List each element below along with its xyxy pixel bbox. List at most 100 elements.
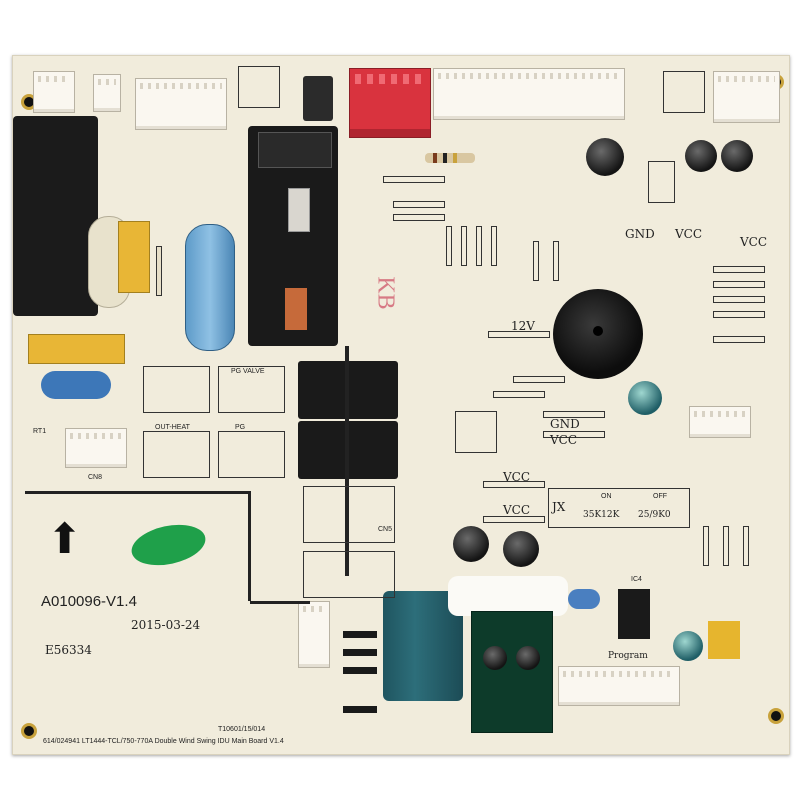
socket-outline [143, 366, 210, 413]
electrolytic-capacitor [503, 531, 539, 567]
transformer [13, 116, 98, 316]
socket-outline [303, 486, 395, 543]
diode [343, 649, 377, 656]
jx-header-on: ON [601, 493, 612, 500]
jumper [491, 226, 497, 266]
jumper-horizontal [543, 431, 605, 438]
label-vcc: VCC [503, 470, 531, 484]
jumper-horizontal [393, 201, 445, 208]
socket-outline [218, 366, 285, 413]
label-rt1: RT1 [33, 428, 47, 435]
jx-value-on: 35K12K [583, 510, 620, 520]
connector-cn8 [65, 428, 127, 468]
resistor-striped [425, 153, 475, 163]
jumper-horizontal [713, 266, 765, 273]
label-ic4: IC4 [631, 576, 642, 583]
connector-cn3 [135, 78, 227, 130]
jumper [461, 226, 467, 266]
jumper-wire [345, 346, 349, 576]
electrolytic-capacitor [453, 526, 489, 562]
jumper [723, 526, 729, 566]
jumper-horizontal [488, 331, 550, 338]
relay-terminal [288, 188, 310, 232]
module-capacitor [516, 646, 540, 670]
label-pg-valve: PG VALVE [231, 368, 265, 375]
connector-program [558, 666, 680, 706]
mounting-hole [21, 723, 37, 739]
label-vcc: VCC [503, 503, 531, 517]
jumper-horizontal [713, 296, 765, 303]
socket-outline [455, 411, 497, 453]
label-vcc: VCC [740, 235, 768, 249]
jumper-horizontal [513, 376, 565, 383]
arrow-up-icon: ⬆ [47, 514, 83, 563]
label-gnd: GND [550, 417, 580, 431]
label-cn8: CN8 [88, 474, 103, 481]
label-12v: 12V [511, 319, 535, 333]
connector-cn6 [433, 68, 625, 120]
jumper [533, 241, 539, 281]
diode [343, 706, 377, 713]
resistor-beige [156, 246, 162, 296]
relay-terminal [285, 288, 307, 330]
silkscreen-outline [250, 601, 310, 604]
jumper-horizontal [713, 336, 765, 343]
electrolytic-capacitor [586, 138, 624, 176]
connector-cn7 [713, 71, 780, 123]
label-pg: PG [235, 424, 246, 431]
label-program: Program [608, 651, 648, 661]
electrolytic-capacitor-blue [673, 631, 703, 661]
component-outline [663, 71, 705, 113]
jumper-horizontal [383, 176, 445, 183]
label-vcc: VCC [675, 227, 703, 241]
electrolytic-capacitor-blue [628, 381, 662, 415]
connector-cn5 [298, 601, 330, 668]
ul-code: E56334 [45, 643, 92, 657]
label-vcc: VCC [550, 433, 578, 447]
diode [343, 667, 377, 674]
socket-outline [218, 431, 285, 478]
connector-cn2 [93, 74, 121, 112]
yellow-capacitor [118, 221, 150, 293]
socket-outline [143, 431, 210, 478]
board-model: A010096-V1.4 [41, 593, 137, 610]
circuit-board: ⬆ KB A010096-V1.4 2015-03-24 E56334 T106… [12, 55, 790, 755]
bottom-line: 614/024941 LT1444-TCL/750-770A Double Wi… [43, 738, 284, 745]
jx-label: JX [552, 500, 566, 514]
ic-chip [618, 589, 650, 639]
power-module [471, 611, 553, 733]
part-code: T10601/15/014 [218, 726, 266, 733]
silkscreen-outline [25, 491, 250, 494]
module-capacitor [483, 646, 507, 670]
jumper-horizontal [483, 516, 545, 523]
yellow-bar-capacitor [28, 334, 125, 364]
silkscreen-outline [248, 491, 251, 601]
connector-red-pins [355, 74, 423, 84]
jumper [446, 226, 452, 266]
label-gnd: GND [625, 227, 655, 241]
buzzer-hole [593, 326, 603, 336]
jx-value-off: 25/9K0 [638, 510, 671, 520]
jumper-horizontal [483, 481, 545, 488]
jumper [553, 241, 559, 281]
yellow-square-component [708, 621, 740, 659]
kb-mark: KB [372, 276, 399, 310]
jx-header-off: OFF [653, 493, 667, 500]
relay-label [258, 132, 332, 168]
connector-cn1 [33, 71, 75, 113]
blue-varistor [41, 371, 111, 399]
jumper [703, 526, 709, 566]
white-glue [448, 576, 568, 616]
board-date: 2015-03-24 [131, 618, 201, 632]
jumper [476, 226, 482, 266]
jumper-horizontal [393, 214, 445, 221]
socket-outline [648, 161, 675, 203]
jumper-horizontal [493, 391, 545, 398]
electrolytic-capacitor [721, 140, 753, 172]
jumper-horizontal [713, 311, 765, 318]
blue-film-capacitor [185, 224, 235, 351]
diode [343, 631, 377, 638]
label-out-heat: OUT-HEAT [155, 424, 190, 431]
mounting-hole [768, 708, 784, 724]
connector-cn9 [689, 406, 751, 438]
